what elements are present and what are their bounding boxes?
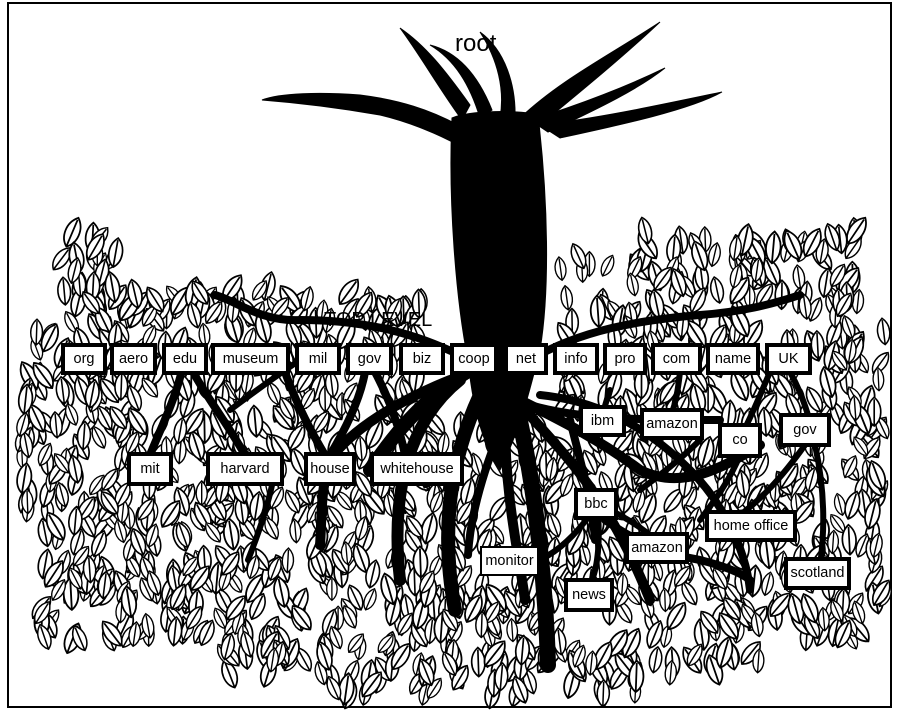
- tld-pro: pro: [603, 343, 647, 375]
- diagram-frame: [7, 2, 892, 708]
- leaf-icon: [280, 547, 295, 574]
- tld-edu: edu: [162, 343, 208, 375]
- leaf-icon: [558, 284, 575, 312]
- tld-museum: museum: [211, 343, 290, 375]
- tld-mil: mil: [295, 343, 341, 375]
- domain-amazon-com: amazon: [640, 408, 704, 440]
- leaf-icon: [646, 645, 665, 675]
- domain-co: co: [718, 423, 762, 458]
- leaf-icon: [758, 570, 777, 598]
- leaf-icon: [326, 576, 338, 602]
- leaf-icon: [360, 586, 381, 613]
- domain-ibm: ibm: [579, 405, 626, 437]
- tld-gov: gov: [346, 343, 393, 375]
- tld-net: net: [504, 343, 548, 375]
- tld-aero: aero: [110, 343, 157, 375]
- domain-home-office: home office: [705, 510, 797, 542]
- leaf-icon: [552, 255, 569, 282]
- domain-news: news: [564, 578, 614, 612]
- domain-amazon-co: amazon: [625, 532, 689, 564]
- domain-whitehouse: whitehouse: [370, 452, 464, 486]
- domain-house: house: [304, 452, 356, 486]
- top-level-label: TOP LEVEL: [324, 309, 433, 331]
- tld-name: name: [706, 343, 760, 375]
- domain-scotland: scotland: [784, 557, 851, 590]
- leaf-icon: [597, 252, 618, 279]
- tld-uk: UK: [765, 343, 812, 375]
- domain-harvard: harvard: [206, 452, 284, 486]
- root-label: root: [455, 30, 497, 57]
- leaf-icon: [707, 274, 727, 306]
- domain-mit: mit: [127, 452, 173, 486]
- leaf-icon: [875, 316, 892, 347]
- tld-org: org: [61, 343, 107, 375]
- domain-gov-uk: gov: [779, 413, 831, 447]
- tld-com: com: [651, 343, 702, 375]
- tld-coop: coop: [450, 343, 498, 375]
- tree-canopy-branches: [261, 21, 723, 471]
- tld-biz: biz: [399, 343, 445, 375]
- tld-info: info: [553, 343, 599, 375]
- domain-bbc: bbc: [574, 488, 618, 520]
- domain-monitor: monitor: [480, 546, 539, 576]
